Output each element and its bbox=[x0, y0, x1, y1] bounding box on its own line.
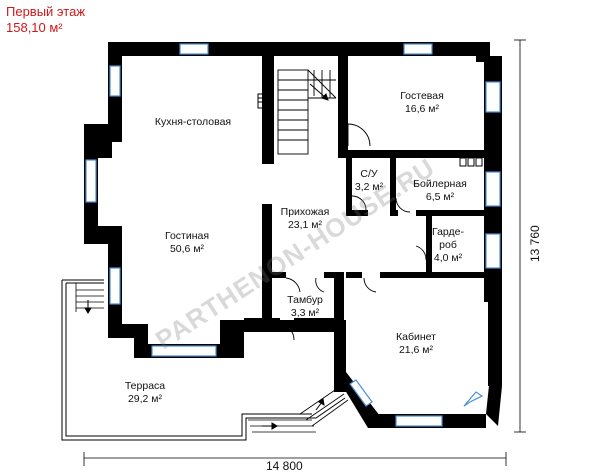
room-name: Тамбур bbox=[287, 294, 323, 306]
room-name: Кабинет bbox=[396, 331, 436, 343]
inner-walls bbox=[244, 56, 488, 324]
room-name: С/У bbox=[360, 168, 378, 180]
room-name: роб bbox=[439, 239, 457, 251]
room-name: Прихожая bbox=[280, 206, 330, 218]
room-area: 6,5 м² bbox=[425, 191, 455, 203]
room-name: Гостевая bbox=[400, 90, 444, 102]
doors bbox=[279, 123, 427, 341]
terrace-arrows bbox=[84, 300, 325, 430]
floor-title: Первый этаж 158,10 м² bbox=[6, 4, 85, 36]
room-name: Терраса bbox=[124, 380, 166, 392]
terrace-steps bbox=[75, 283, 349, 433]
boiler-vents bbox=[459, 157, 483, 167]
staircase bbox=[277, 69, 337, 155]
room-label-kitchen: Кухня-столовая bbox=[155, 116, 231, 129]
room-area: 3,3 м² bbox=[290, 307, 320, 319]
depth-dimension: 13 760 bbox=[528, 225, 542, 262]
room-area: 29,2 м² bbox=[127, 393, 163, 405]
floor-title-label: Первый этаж bbox=[6, 4, 86, 19]
room-area: 4,0 м² bbox=[433, 252, 463, 264]
floor-area: 158,10 м² bbox=[6, 20, 63, 35]
room-name: Гостиная bbox=[164, 230, 210, 242]
room-area: 50,6 м² bbox=[169, 243, 205, 255]
dimension-lines bbox=[83, 39, 526, 466]
stair-arrow bbox=[309, 83, 329, 101]
width-dimension: 14 800 bbox=[266, 459, 303, 473]
room-area: 3,2 м² bbox=[354, 181, 384, 193]
terrace-outline bbox=[61, 279, 346, 441]
room-area: 16,6 м² bbox=[404, 103, 440, 115]
room-name: Бойлерная bbox=[413, 178, 467, 190]
room-name: Кухня-столовая bbox=[154, 116, 232, 128]
radiator-left bbox=[257, 93, 271, 109]
windows bbox=[85, 43, 501, 427]
room-area: 21,6 м² bbox=[398, 344, 434, 356]
room-name: Гарде- bbox=[432, 226, 464, 238]
room-area: 23,1 м² bbox=[287, 219, 323, 231]
